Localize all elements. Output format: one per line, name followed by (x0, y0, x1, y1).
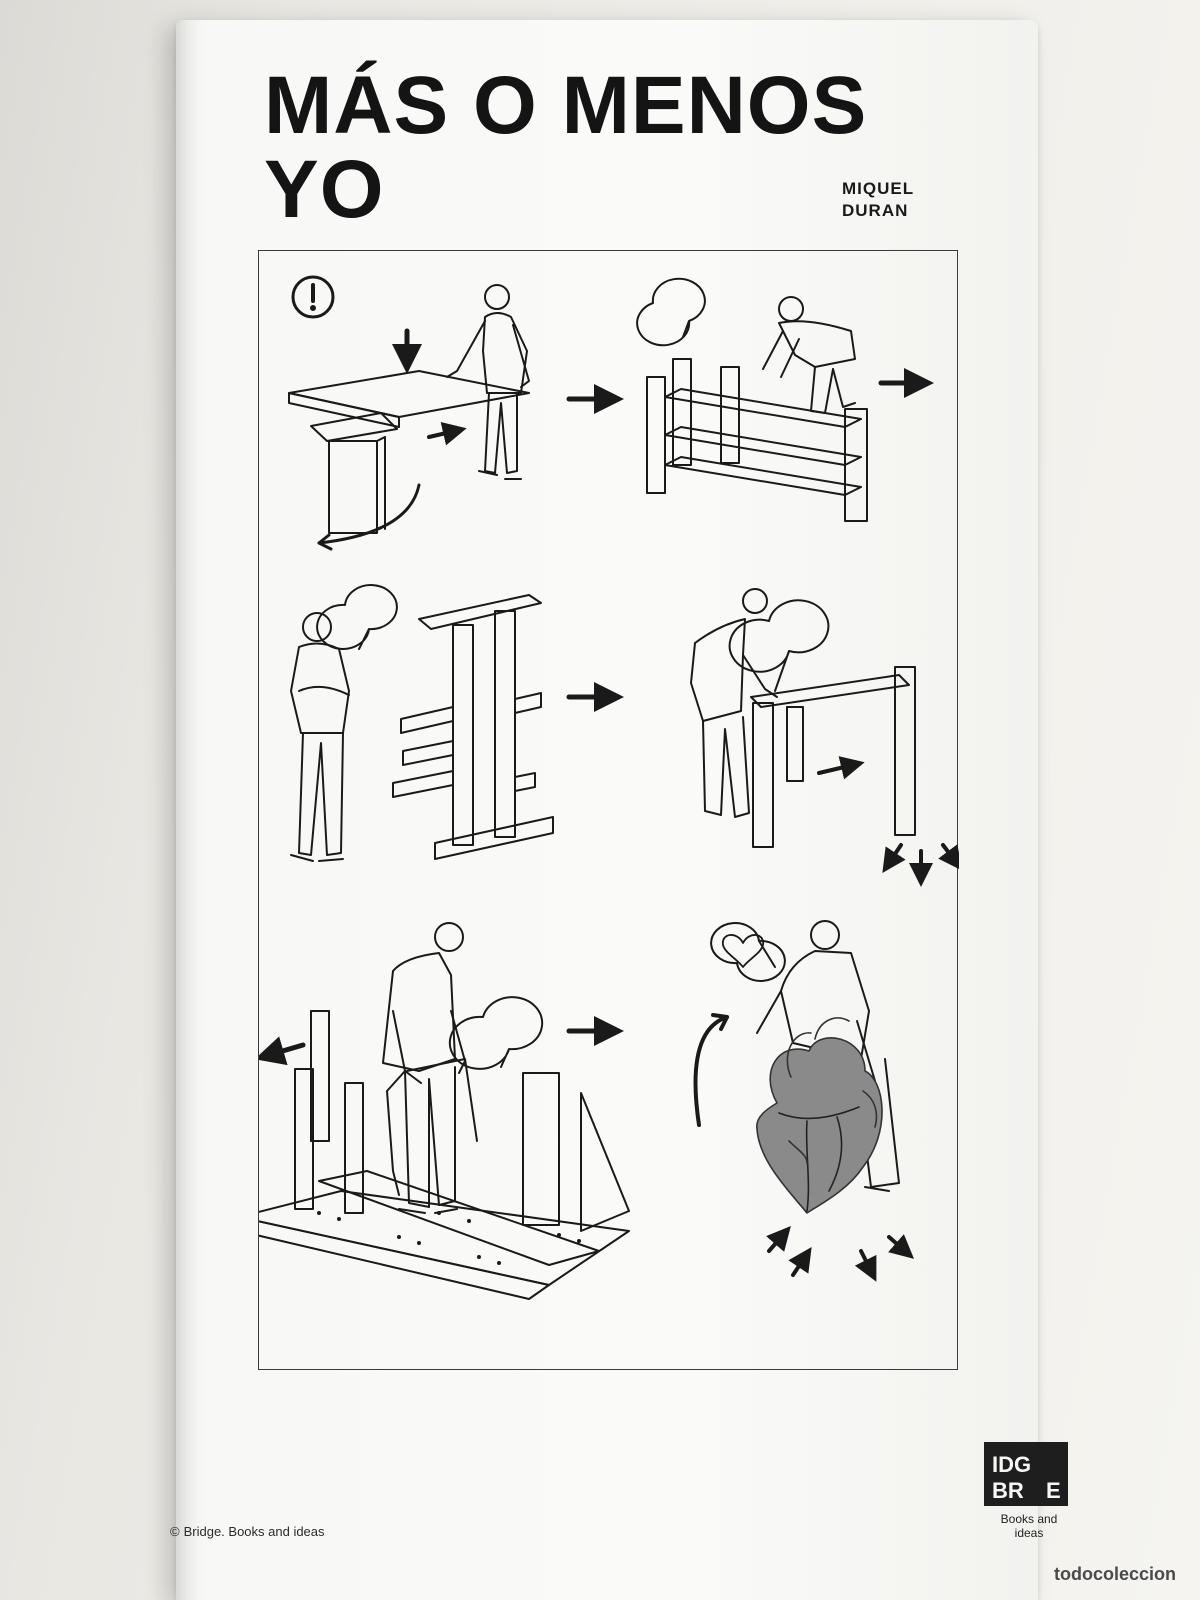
step-1-illustration (288, 275, 624, 551)
book-spine-edge (176, 20, 200, 1600)
logo-tagline-line-1: Books and (1000, 1512, 1058, 1526)
assembly-illustration (259, 275, 959, 1300)
site-watermark: todocoleccion (1053, 1564, 1176, 1584)
step-3-illustration (290, 584, 624, 862)
anatomical-heart-drawing (756, 1017, 883, 1214)
step-2-illustration (636, 277, 934, 522)
exclamation-circle-icon (291, 275, 335, 319)
logo-tagline-line-2: ideas (1014, 1526, 1044, 1540)
book-author: MIQUEL DURAN (842, 178, 962, 222)
copyright-notice: ©Bridge. Books and ideas (170, 1524, 325, 1539)
logo-letters-bottom: BR (992, 1478, 1024, 1503)
title-line-2: YO (264, 144, 385, 235)
logo-letters-end: E (1046, 1478, 1061, 1503)
instruction-panel (258, 250, 959, 1370)
title-line-1: MÁS O MENOS (264, 60, 868, 151)
step-4-illustration (690, 588, 959, 887)
step-6-illustration (693, 920, 915, 1282)
author-first-name: MIQUEL (842, 179, 915, 198)
logo-tagline: Books and ideas (984, 1512, 1074, 1540)
step-5-illustration (259, 922, 630, 1300)
logo-letters-top: IDG (992, 1452, 1031, 1477)
book-title: MÁS O MENOS YO (264, 64, 984, 232)
copyright-text: Bridge. Books and ideas (183, 1524, 325, 1539)
heart-icon (722, 934, 764, 968)
bridge-logo: IDG BR E Books and ideas (984, 1442, 1068, 1540)
author-last-name: DURAN (842, 201, 909, 220)
copyright-icon: © (170, 1524, 180, 1539)
screw-holes (317, 1211, 581, 1265)
bridge-logo-mark: IDG BR E (984, 1442, 1068, 1506)
